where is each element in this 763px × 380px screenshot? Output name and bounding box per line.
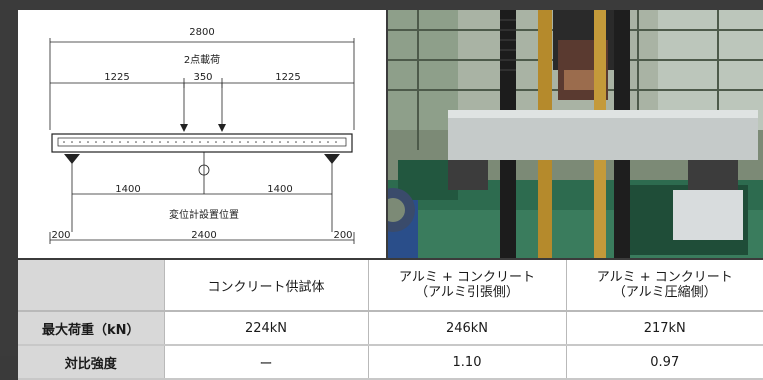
figure-frame: 2800 2点載荷 1225 350 1225 1400 1400 変位計設置位… [0, 0, 763, 356]
support-right-triangle [324, 154, 340, 164]
header-alu-tension-line1: アルミ + コンクリート [369, 270, 566, 285]
header-concrete: コンクリート供試体 [164, 260, 368, 311]
load-label: 2点載荷 [184, 54, 220, 66]
dim-total: 2800 [189, 27, 214, 38]
dim-mid-span: 350 [193, 72, 212, 83]
dim-left-overhang: 200 [51, 230, 70, 241]
dim-center-span: 2400 [191, 230, 216, 241]
cell-strength-compression: 0.97 [566, 345, 763, 379]
cell-max-load-tension: 246kN [368, 311, 566, 345]
table-row: 最大荷重（kN） 224kN 246kN 217kN [18, 311, 763, 345]
cell-max-load-compression: 217kN [566, 311, 763, 345]
header-alu-compression-line1: アルミ + コンクリート [567, 270, 763, 285]
header-alu-tension-line2: （アルミ引張側） [369, 285, 566, 300]
dim-right-support: 1400 [267, 184, 292, 195]
row-label-max-load: 最大荷重（kN） [18, 311, 164, 345]
load-arrow-left [180, 124, 188, 132]
gauge-position-label: 変位計設置位置 [169, 208, 239, 221]
dim-left-span: 1225 [104, 72, 129, 83]
header-row: コンクリート供試体 アルミ + コンクリート （アルミ引張側） アルミ + コン… [18, 260, 763, 311]
results-table: コンクリート供試体 アルミ + コンクリート （アルミ引張側） アルミ + コン… [18, 260, 763, 380]
header-concrete-label: コンクリート供試体 [165, 276, 368, 295]
test-rig-photo [388, 10, 763, 258]
dim-left-support: 1400 [115, 184, 140, 195]
header-alu-compression: アルミ + コンクリート （アルミ圧縮側） [566, 260, 763, 311]
table-row: 対比強度 ー 1.10 0.97 [18, 345, 763, 379]
cell-max-load-concrete: 224kN [164, 311, 368, 345]
header-corner [18, 260, 164, 311]
header-alu-tension: アルミ + コンクリート （アルミ引張側） [368, 260, 566, 311]
cell-strength-tension: 1.10 [368, 345, 566, 379]
support-left-triangle [64, 154, 80, 164]
row-label-relative-strength: 対比強度 [18, 345, 164, 379]
dim-right-span: 1225 [275, 72, 300, 83]
loading-diagram: 2800 2点載荷 1225 350 1225 1400 1400 変位計設置位… [18, 10, 386, 258]
header-alu-compression-line2: （アルミ圧縮側） [567, 285, 763, 300]
dim-right-overhang: 200 [333, 230, 352, 241]
load-arrow-right [218, 124, 226, 132]
cell-strength-concrete: ー [164, 345, 368, 379]
